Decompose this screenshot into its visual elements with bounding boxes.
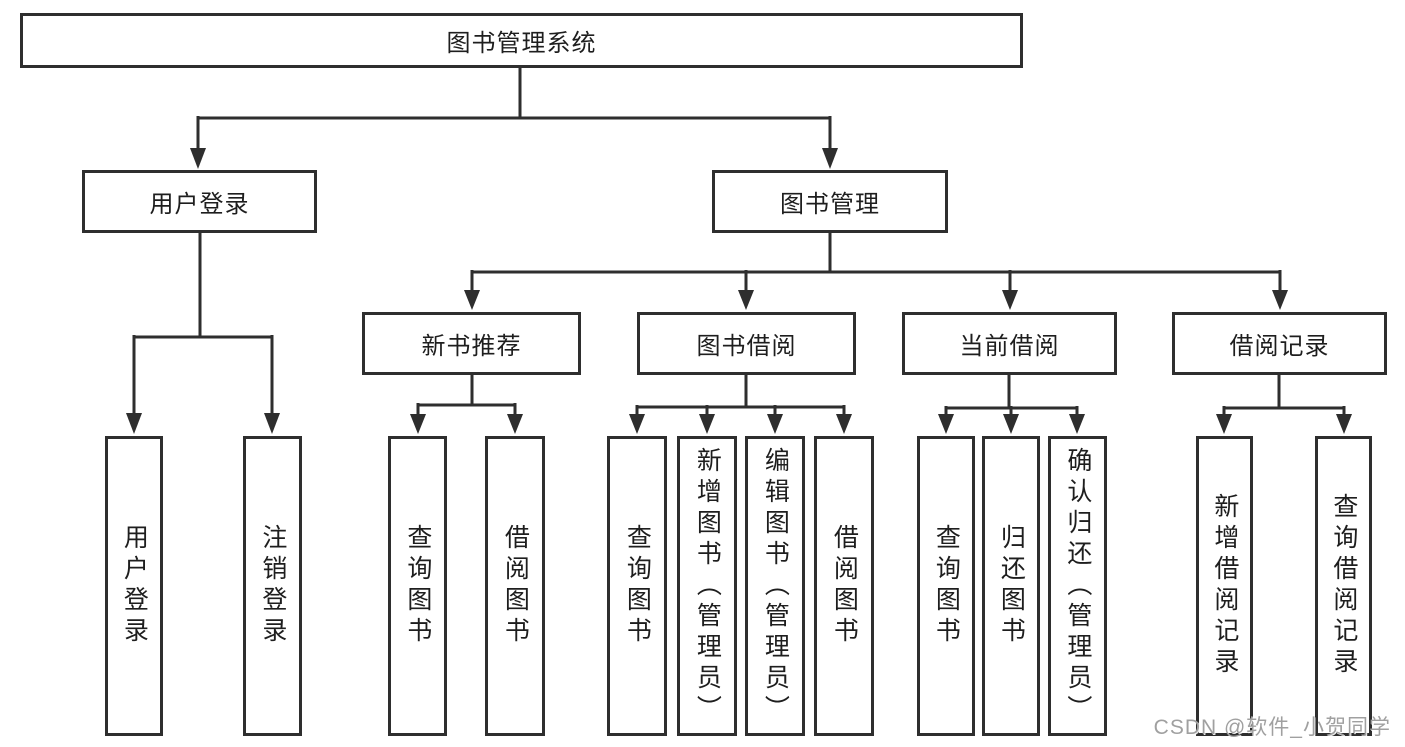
leaf-br-query-record: 查询借阅记录 — [1315, 436, 1372, 736]
leaf-cb-query-book: 查询图书 — [917, 436, 975, 736]
leaf-logout: 注销登录 — [243, 436, 302, 736]
leaf-nb-query-book: 查询图书 — [388, 436, 447, 736]
connector-book-borrow — [629, 375, 852, 434]
node-user-login: 用户登录 — [82, 170, 317, 233]
node-current-borrow: 当前借阅 — [902, 312, 1117, 375]
leaf-cb-query-book-label: 查询图书 — [932, 524, 961, 648]
node-book-borrow-label: 图书借阅 — [696, 333, 797, 360]
leaf-nb-borrow-book: 借阅图书 — [485, 436, 545, 736]
csdn-watermark: CSDN @软件_小贺同学 — [1153, 716, 1391, 739]
node-root: 图书管理系统 — [20, 13, 1023, 68]
leaf-br-add-record: 新增借阅记录 — [1196, 436, 1253, 736]
node-borrow-records: 借阅记录 — [1172, 312, 1387, 375]
leaf-user-login: 用户登录 — [105, 436, 163, 736]
leaf-bb-borrow-book-label: 借阅图书 — [830, 524, 859, 648]
connector-current-borrow — [938, 375, 1085, 434]
leaf-br-query-record-label: 查询借阅记录 — [1329, 493, 1358, 679]
node-book-borrow: 图书借阅 — [637, 312, 856, 375]
node-current-borrow-label: 当前借阅 — [959, 333, 1060, 360]
leaf-bb-edit-book-admin-label: 编辑图书（管理员） — [761, 446, 790, 726]
leaf-user-login-label: 用户登录 — [120, 524, 149, 648]
leaf-nb-query-book-label: 查询图书 — [403, 524, 432, 648]
node-borrow-records-label: 借阅记录 — [1229, 333, 1330, 360]
leaf-bb-query-book-label: 查询图书 — [623, 524, 652, 648]
leaf-bb-add-book-admin: 新增图书（管理员） — [677, 436, 737, 736]
node-book-management: 图书管理 — [712, 170, 948, 233]
leaf-logout-label: 注销登录 — [258, 524, 287, 648]
leaf-bb-borrow-book: 借阅图书 — [814, 436, 874, 736]
connector-new-book — [410, 375, 523, 434]
node-root-label: 图书管理系统 — [446, 30, 597, 57]
node-book-management-label: 图书管理 — [780, 191, 880, 218]
node-new-book-recommend: 新书推荐 — [362, 312, 581, 375]
leaf-nb-borrow-book-label: 借阅图书 — [501, 524, 530, 648]
connector-book-management — [464, 233, 1288, 310]
leaf-cb-return-book-label: 归还图书 — [997, 524, 1026, 648]
connector-root — [190, 68, 838, 169]
leaf-cb-return-book: 归还图书 — [982, 436, 1040, 736]
node-user-login-label: 用户登录 — [149, 191, 250, 218]
leaf-cb-confirm-return-admin-label: 确认归还（管理员） — [1063, 446, 1092, 726]
leaf-bb-edit-book-admin: 编辑图书（管理员） — [745, 436, 805, 736]
leaf-bb-query-book: 查询图书 — [607, 436, 667, 736]
leaf-bb-add-book-admin-label: 新增图书（管理员） — [693, 446, 722, 726]
connector-user-login — [126, 233, 280, 434]
leaf-cb-confirm-return-admin: 确认归还（管理员） — [1048, 436, 1107, 736]
node-new-book-recommend-label: 新书推荐 — [421, 333, 522, 360]
leaf-br-add-record-label: 新增借阅记录 — [1210, 493, 1239, 679]
connector-borrow-records — [1216, 375, 1352, 434]
